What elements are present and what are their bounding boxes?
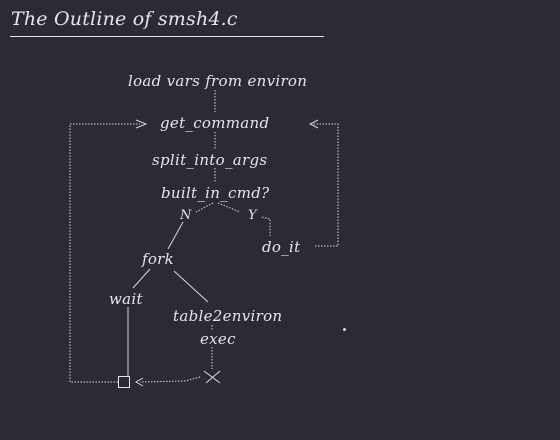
edge-exit-to-box (139, 376, 201, 383)
node-table2environ: table2environ (173, 307, 283, 325)
node-built-in-cmd: built_in_cmd? (161, 184, 270, 202)
title-underline (10, 36, 324, 37)
edge-builtin-to-y (217, 202, 241, 213)
join-box (118, 376, 130, 388)
node-fork: fork (142, 250, 175, 268)
loop-right-return (312, 123, 339, 247)
diagram-title: The Outline of smsh4.c (11, 8, 238, 30)
node-get-command: get_command (160, 114, 270, 132)
edge-n-to-fork (167, 221, 184, 250)
arrowhead-left-into-get (135, 119, 148, 129)
edge-label-yes: Y (248, 208, 257, 223)
edge-builtin-to-n (195, 202, 214, 213)
node-exec: exec (200, 330, 236, 348)
node-split-into-args: split_into_args (152, 151, 268, 169)
edge-label-no: N (180, 208, 192, 223)
edge-fork-to-table2environ (173, 270, 209, 303)
node-load-vars: load vars from environ (128, 72, 308, 90)
edge-fork-to-wait (132, 268, 151, 289)
node-do-it: do_it (262, 238, 301, 256)
edge-y-to-doit (261, 216, 271, 236)
arrowhead-into-box (134, 377, 144, 387)
stray-dot (343, 328, 346, 331)
node-wait: wait (109, 290, 143, 308)
loop-left-return (69, 123, 140, 383)
arrowhead-right-into-get (308, 119, 319, 129)
exec-exit-mark (203, 370, 221, 384)
